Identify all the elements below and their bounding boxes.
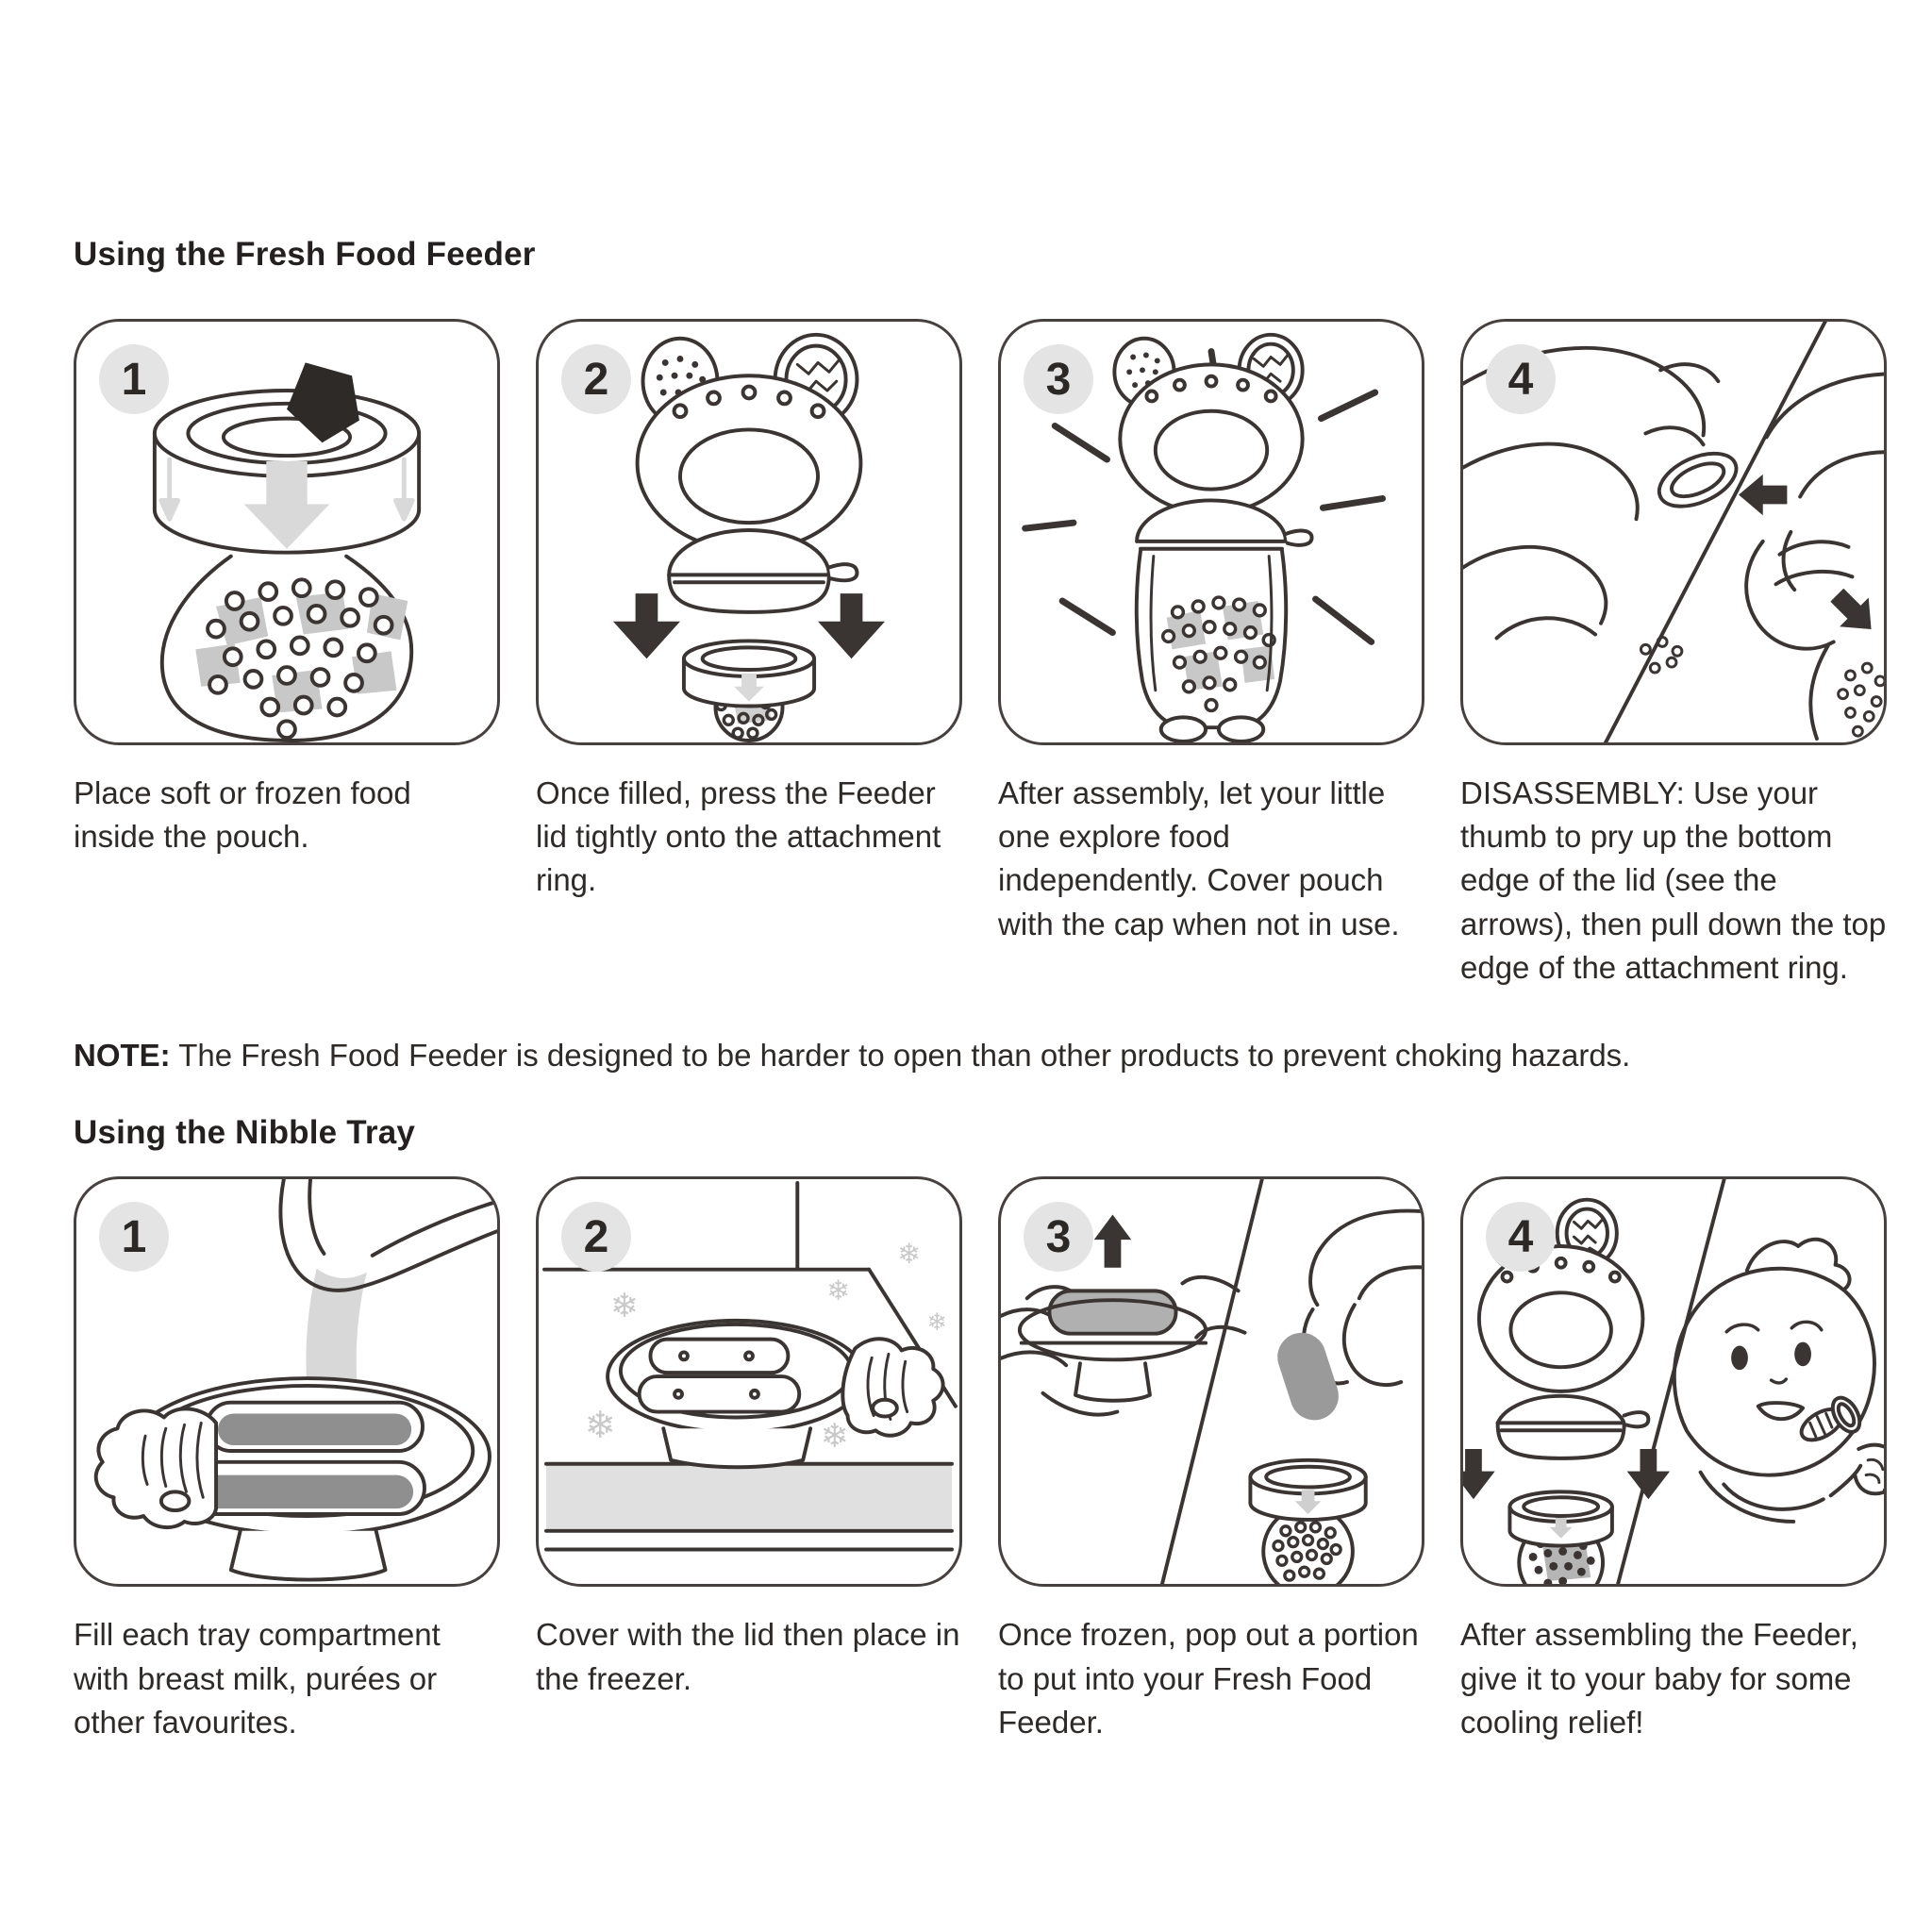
tray-freezer-illustration: ❄ ❄ ❄ ❄ ❄ ❄ ❄ ❄ ❄ bbox=[542, 1181, 958, 1552]
step-caption: Once filled, press the Feeder lid tightl… bbox=[536, 775, 941, 898]
step-number-badge: 4 bbox=[1486, 1202, 1556, 1273]
feeder-assembly-illustration bbox=[612, 332, 886, 742]
svg-text:❄: ❄ bbox=[821, 1418, 849, 1457]
step-caption: DISASSEMBLY: Use your thumb to pry up th… bbox=[1460, 775, 1887, 985]
feeder-disassembly-hands-illustration bbox=[1463, 322, 1884, 742]
svg-text:❄: ❄ bbox=[826, 1275, 850, 1307]
feeder-steps-row: 1 bbox=[74, 319, 1887, 745]
feeder-step-4-panel: 4 bbox=[1460, 319, 1887, 745]
nibble-tray-steps-row: 1 2 bbox=[74, 1176, 1887, 1588]
step-caption: Cover with the lid then place in the fre… bbox=[536, 1617, 960, 1696]
step-number-badge: 3 bbox=[1024, 344, 1093, 414]
note-text: NOTE: The Fresh Food Feeder is designed … bbox=[74, 1035, 1866, 1077]
food-cube-icon bbox=[287, 362, 359, 443]
feeder-captions-row: Place soft or frozen food inside the pou… bbox=[74, 772, 1886, 990]
tray-pop-out-illustration bbox=[1001, 1179, 1422, 1585]
feeder-fill-pouch-illustration bbox=[152, 362, 422, 742]
nibble-tray-captions-row: Fill each tray compartment with breast m… bbox=[74, 1613, 1866, 1744]
svg-text:❄: ❄ bbox=[897, 1238, 921, 1270]
tray-step-1-panel: 1 bbox=[74, 1176, 500, 1588]
feeder-step-2-panel: 2 bbox=[536, 319, 962, 745]
step-caption: Place soft or frozen food inside the pou… bbox=[74, 775, 411, 855]
tray-step-4-panel: 4 bbox=[1460, 1176, 1887, 1588]
step-caption: Fill each tray compartment with breast m… bbox=[74, 1617, 441, 1740]
step-number-badge: 1 bbox=[99, 1202, 169, 1273]
feeder-assembled-illustration bbox=[1022, 332, 1387, 742]
section-heading-feeder: Using the Fresh Food Feeder bbox=[74, 236, 536, 273]
step-number-badge: 4 bbox=[1486, 344, 1556, 414]
step-number-badge: 2 bbox=[561, 1202, 631, 1273]
step-caption: Once frozen, pop out a portion to put in… bbox=[998, 1617, 1419, 1740]
note-body: The Fresh Food Feeder is designed to be … bbox=[170, 1037, 1631, 1073]
section-heading-nibble-tray: Using the Nibble Tray bbox=[74, 1114, 416, 1152]
feeder-step-3-panel: 3 bbox=[998, 319, 1424, 745]
tray-step-2-panel: 2 ❄ ❄ ❄ ❄ ❄ ❄ ❄ ❄ ❄ bbox=[536, 1176, 962, 1588]
step-number-badge: 2 bbox=[561, 344, 631, 414]
step-caption: After assembly, let your little one expl… bbox=[998, 775, 1400, 941]
tray-step-3-panel: 3 bbox=[998, 1176, 1424, 1588]
svg-text:❄: ❄ bbox=[585, 1405, 616, 1448]
tray-fill-illustration bbox=[93, 1179, 497, 1583]
note-label: NOTE: bbox=[74, 1037, 171, 1073]
feeder-step-1-panel: 1 bbox=[74, 319, 500, 745]
step-caption: After assembling the Feeder, give it to … bbox=[1460, 1617, 1858, 1740]
svg-text:❄: ❄ bbox=[610, 1287, 639, 1325]
svg-text:❄: ❄ bbox=[926, 1308, 946, 1337]
step-number-badge: 1 bbox=[99, 344, 169, 414]
step-number-badge: 3 bbox=[1024, 1202, 1093, 1273]
